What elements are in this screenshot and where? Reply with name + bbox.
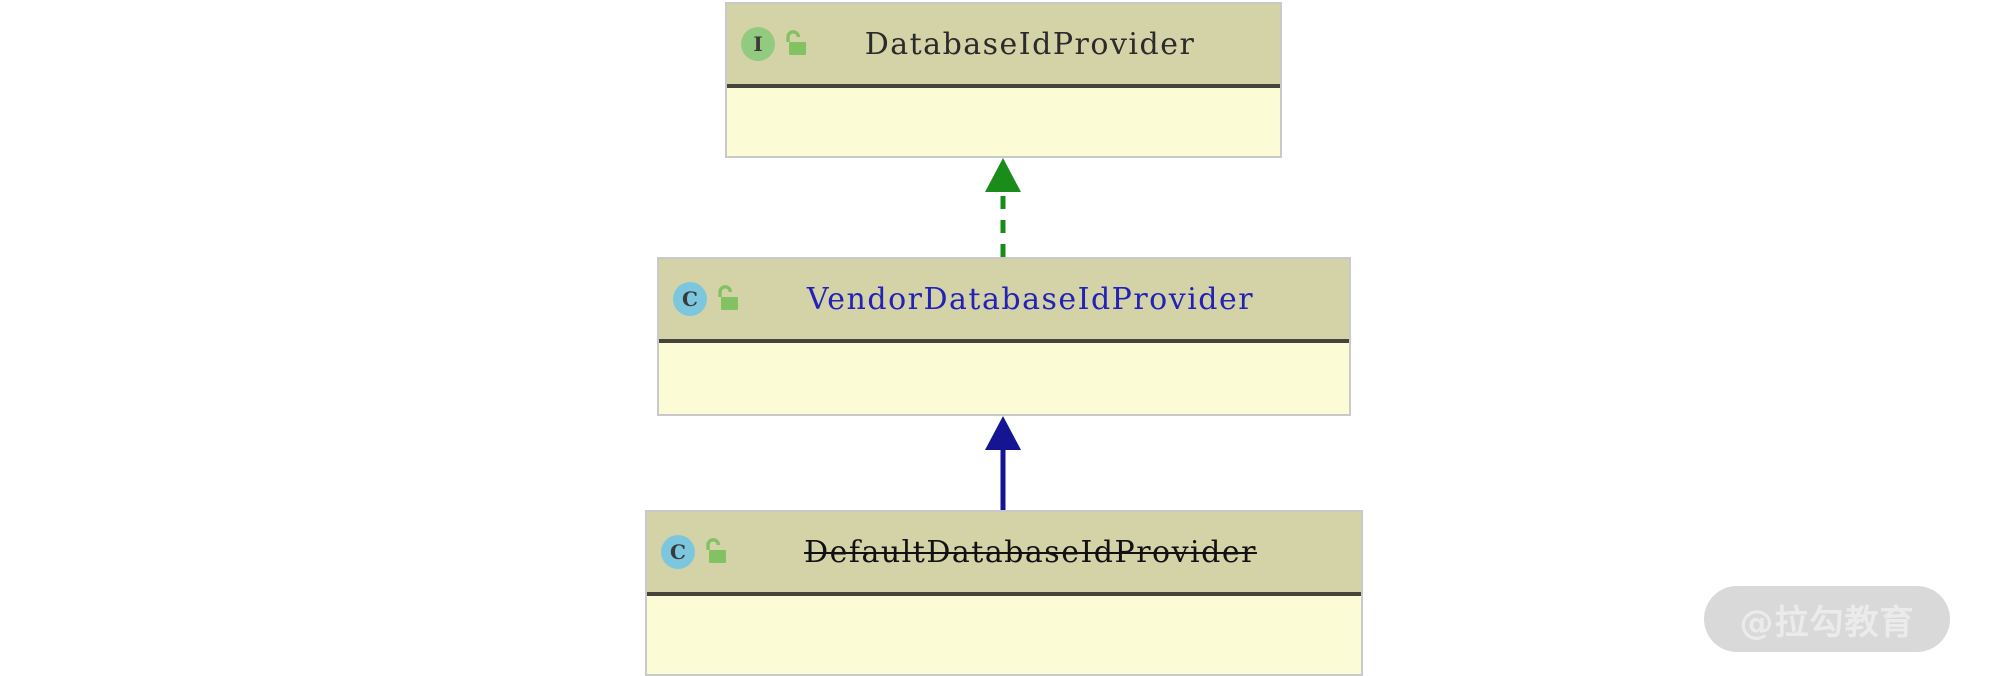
extends-edge-arrowhead <box>985 416 1021 450</box>
uml-node-vendor-database-id-provider[interactable]: C VendorDatabaseIdProvider <box>657 257 1351 416</box>
unlocked-icon <box>782 29 808 59</box>
uml-node-header: C DefaultDatabaseIdProvider <box>647 512 1361 596</box>
class-badge-icon: C <box>673 282 707 316</box>
uml-node-members-compartment <box>727 88 1280 156</box>
uml-node-title: VendorDatabaseIdProvider <box>806 281 1255 317</box>
uml-node-database-id-provider[interactable]: I DatabaseIdProvider <box>725 2 1282 158</box>
uml-node-members-compartment <box>647 596 1361 674</box>
uml-node-header: I DatabaseIdProvider <box>727 4 1280 88</box>
watermark-badge: @拉勾教育 <box>1704 586 1950 652</box>
uml-node-title: DatabaseIdProvider <box>864 26 1196 62</box>
watermark-text: @拉勾教育 <box>1739 602 1915 643</box>
uml-node-default-database-id-provider[interactable]: C DefaultDatabaseIdProvider <box>645 510 1363 676</box>
implements-edge-arrowhead <box>985 158 1021 192</box>
unlocked-icon <box>702 537 728 567</box>
interface-badge-icon: I <box>741 27 775 61</box>
class-badge-icon: C <box>661 535 695 569</box>
unlocked-icon <box>714 284 740 314</box>
uml-node-header: C VendorDatabaseIdProvider <box>659 259 1349 343</box>
implements-edge <box>985 158 1021 257</box>
uml-node-members-compartment <box>659 343 1349 414</box>
uml-node-title: DefaultDatabaseIdProvider <box>804 534 1257 570</box>
extends-edge <box>985 416 1021 510</box>
